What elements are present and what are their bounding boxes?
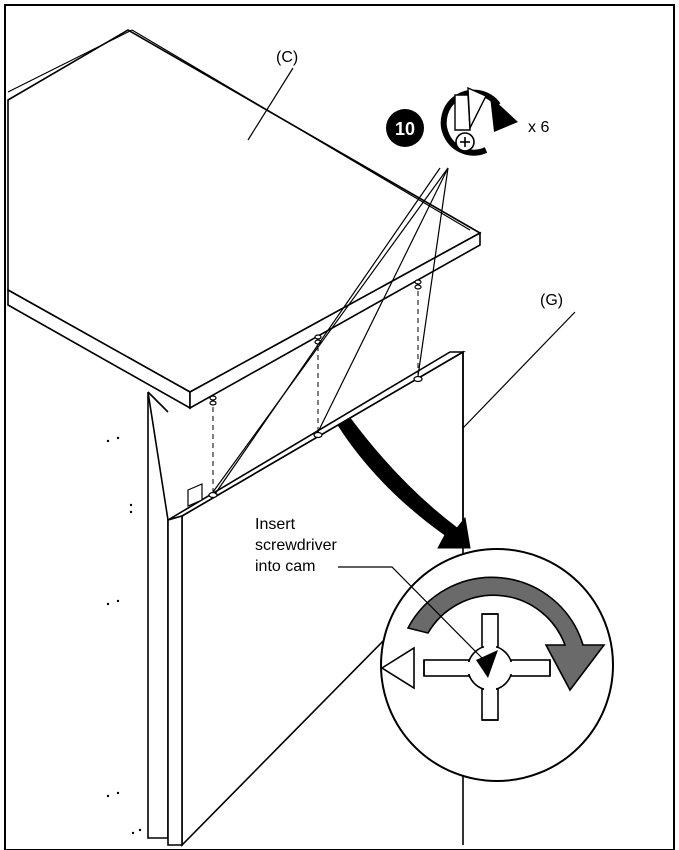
panel-dots — [106, 436, 142, 835]
callout-leader — [338, 566, 483, 659]
part-c-leader — [247, 67, 294, 141]
part-g-leader — [462, 311, 576, 429]
cam-bracket — [187, 483, 203, 507]
diagram-frame — [4, 4, 675, 850]
leader-lines-screws — [212, 167, 449, 495]
cam-lock-icon — [423, 613, 551, 721]
cam-detail-circle — [380, 548, 614, 782]
detail-pointer-arrow — [337, 417, 471, 549]
dowel-pins — [209, 279, 422, 406]
callout-text-line1: Insert — [255, 516, 296, 533]
step-number: 10 — [395, 119, 415, 139]
rotate-cam-arrow — [406, 576, 606, 692]
callout-text-line3: into cam — [255, 558, 315, 575]
step-quantity: x 6 — [528, 119, 549, 136]
part-c-top-panel — [7, 29, 482, 410]
step-indicator: 10 x 6 — [386, 86, 549, 156]
callout-text-line2: screwdriver — [255, 537, 337, 554]
cabinet-side-panel — [147, 391, 169, 839]
screwdriver-tip-icon — [476, 650, 498, 678]
cam-holes — [208, 375, 423, 499]
direction-triangle-icon — [380, 646, 415, 690]
part-g-label: (G) — [540, 292, 563, 309]
step-number-badge — [386, 109, 424, 147]
part-c-label: (C) — [276, 49, 298, 66]
screw-clockwise-icon — [440, 86, 518, 156]
